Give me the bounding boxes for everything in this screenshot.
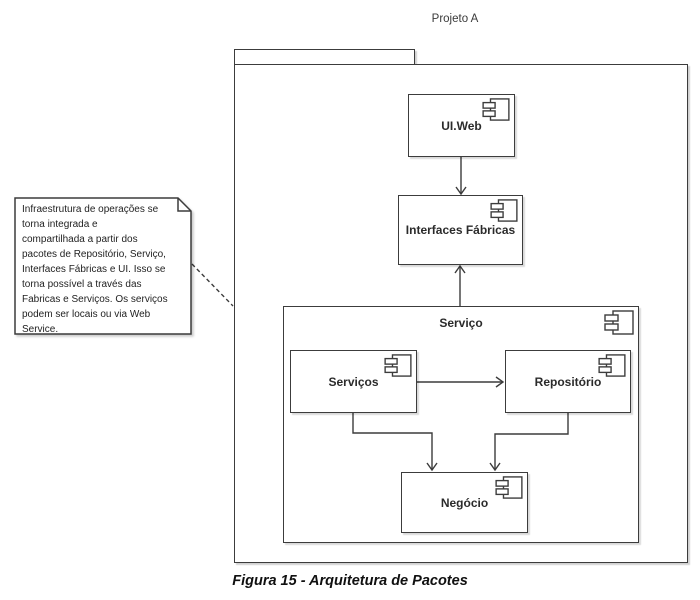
note-annotation: Infraestrutura de operações se torna int…	[14, 197, 194, 336]
component-interfaces-fabricas: Interfaces Fábricas	[398, 195, 523, 265]
component-servicos: Serviços	[290, 350, 417, 413]
component-icon	[384, 354, 412, 377]
arrow-repositorio-to-negocio	[489, 413, 569, 472]
component-repositorio-label: Repositório	[534, 374, 602, 389]
figure-caption: Figura 15 - Arquitetura de Pacotes	[232, 573, 468, 589]
component-interfaces-fabricas-label: Interfaces Fábricas	[405, 223, 516, 237]
arrow-servicos-to-negocio	[352, 413, 438, 472]
arrow-uiweb-to-interfaces	[455, 157, 467, 196]
component-negocio-label: Negócio	[440, 495, 489, 510]
note-shape	[14, 197, 192, 335]
component-icon	[495, 476, 523, 499]
component-icon	[482, 98, 510, 121]
component-repositorio: Repositório	[505, 350, 631, 413]
diagram-title: Projeto A	[431, 13, 479, 25]
dashed-connector-note-to-package	[191, 263, 234, 307]
component-ui-web: UI.Web	[408, 94, 515, 157]
component-negocio: Negócio	[401, 472, 528, 533]
note-text: Infraestrutura de operações se torna int…	[22, 204, 168, 335]
package-servico-label: Serviço	[439, 316, 483, 330]
component-icon	[604, 310, 634, 335]
arrow-servicos-to-repositorio	[417, 376, 505, 388]
component-ui-web-label: UI.Web	[441, 118, 482, 133]
arrow-servico-to-interfaces	[454, 264, 466, 306]
note-folded-corner-icon	[177, 198, 191, 212]
component-icon	[598, 354, 626, 377]
component-servicos-label: Serviços	[328, 374, 379, 389]
component-icon	[490, 199, 518, 222]
